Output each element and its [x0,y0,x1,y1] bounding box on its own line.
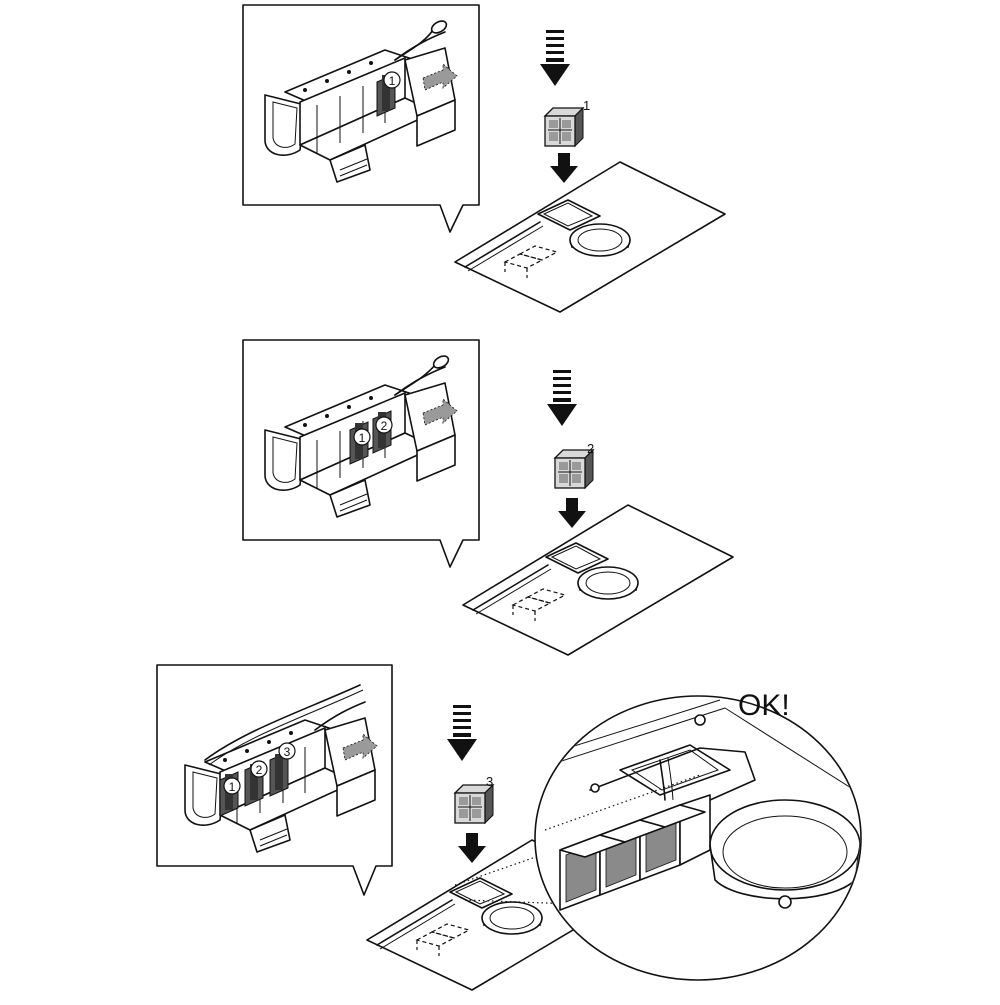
step-2: 1 2 2 [242,339,734,656]
step-2-pool-plate [462,504,734,656]
step-3-insert-arrow [458,833,486,863]
step-3-callout-badge-3: 3 [278,742,296,760]
step-3-filter-number: 3 [486,774,493,789]
step-1-filter-number: 1 [583,98,590,113]
step-3-callout-label-1: 1 [229,780,236,794]
step-2-callout-label-2: 2 [381,419,388,433]
step-1-filter-cartridge [544,107,584,147]
step-3-callout-label-3: 3 [284,745,291,759]
step-2-filter-number: 2 [587,441,594,456]
step-1-callout-badge: 1 [383,71,401,89]
step-2-callout-badge-2: 2 [375,416,393,434]
installed-filters [559,794,711,911]
step-3-callout-label-2: 2 [256,763,263,777]
step-3-motion-arrow [447,705,477,761]
step-3-callout-badge-1: 1 [223,777,241,795]
step-2-callout-label-1: 1 [359,431,366,445]
step-1-callout-label-1: 1 [389,74,396,88]
step-3-callout-badge-2: 2 [250,760,268,778]
step-3: 1 2 3 3 [156,664,862,991]
step-1-motion-arrow [540,30,570,86]
step-2-insert-arrow [558,498,586,528]
step-1: 1 1 [242,4,726,313]
step-3-filter-cartridge [454,784,494,824]
magnified-detail [534,695,862,981]
step-1-insert-arrow [550,153,578,183]
step-2-motion-arrow [547,370,577,426]
step-1-pool-plate [454,161,726,313]
result-ok-label: OK! [738,689,790,722]
step-2-callout-badge-1: 1 [353,428,371,446]
